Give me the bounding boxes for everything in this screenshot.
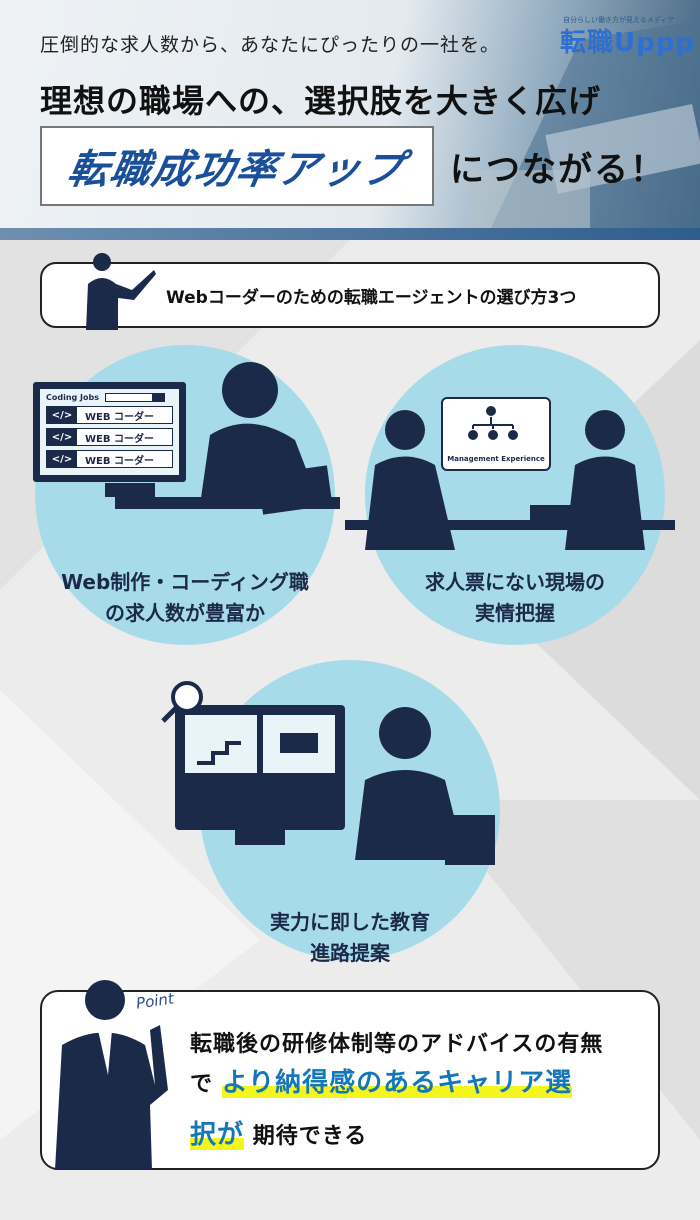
businessman-silhouette-icon <box>55 980 168 1170</box>
summary-line-2: で より納得感のあるキャリア選 <box>190 1062 573 1099</box>
summary-suffix: 期待できる <box>252 1124 368 1149</box>
meeting-silhouette <box>345 410 675 550</box>
hero-subtitle: 圧倒的な求人数から、あなたにぴったりの一社を。 <box>40 34 501 56</box>
job-search-monitor: Coding Jobs </> WEB コーダー </> WEB コーダー </> W… <box>33 382 186 482</box>
label-line: 実力に即した教育 <box>270 910 430 934</box>
code-icon: </> <box>47 451 77 467</box>
job-label: WEB コーダー <box>85 433 154 445</box>
laptop-photo <box>470 20 700 230</box>
job-label: WEB コーダー <box>85 455 154 467</box>
badge-text: 転職成功率アップ <box>64 147 409 193</box>
job-item: </> WEB コーダー <box>46 406 173 424</box>
org-chart-icon <box>468 406 518 440</box>
job-item: </> WEB コーダー <box>46 450 173 468</box>
label-line: 進路提案 <box>310 941 390 965</box>
presenter-silhouette-icon <box>86 253 156 330</box>
management-text: Management Experience <box>447 455 545 463</box>
job-item: </> WEB コーダー <box>46 428 173 446</box>
section-title-text: Webコーダーのための転職エージェントの選び方3つ <box>166 287 577 308</box>
summary-highlight: より納得感のあるキャリア選 <box>221 1068 573 1098</box>
site-logo: 転職Uppp <box>560 28 695 58</box>
job-label: WEB コーダー <box>85 411 154 423</box>
logo-tagline: 自分らしい働き方が見えるメディア <box>563 16 675 24</box>
label-line: の求人数が豊富か <box>105 601 265 625</box>
screen-title: Coding Jobs <box>46 393 100 402</box>
summary-prefix: で <box>190 1072 214 1097</box>
point-label-3: 実力に即した教育進路提案 <box>200 907 500 969</box>
point-label-2: 求人票にない現場の実情把握 <box>365 567 665 629</box>
education-silhouette <box>161 681 495 865</box>
code-icon: </> <box>47 429 77 445</box>
summary-line-1: 転職後の研修体制等のアドバイスの有無 <box>190 1032 604 1057</box>
summary-line-3: 択が 期待できる <box>190 1114 367 1151</box>
success-rate-badge: 転職成功率アップ <box>40 126 434 206</box>
search-icon <box>152 394 165 401</box>
hero-tail: につながる！ <box>450 150 666 190</box>
point-label-1: Web制作・コーディング職の求人数が豊富か <box>35 567 335 629</box>
hero-divider <box>0 228 700 240</box>
coder-silhouette <box>105 362 340 515</box>
label-line: Web制作・コーディング職 <box>61 570 309 594</box>
label-line: 求人票にない現場の <box>425 570 605 594</box>
summary-highlight: 択が <box>190 1120 245 1150</box>
hero-headline: 理想の職場への、選択肢を大きく広げ <box>40 82 602 120</box>
code-icon: </> <box>47 407 77 423</box>
section-title: Webコーダーのための転職エージェントの選び方3つ <box>40 262 660 328</box>
management-bubble: Management Experience <box>441 397 551 471</box>
search-input <box>105 393 166 402</box>
label-line: 実情把握 <box>475 601 555 625</box>
